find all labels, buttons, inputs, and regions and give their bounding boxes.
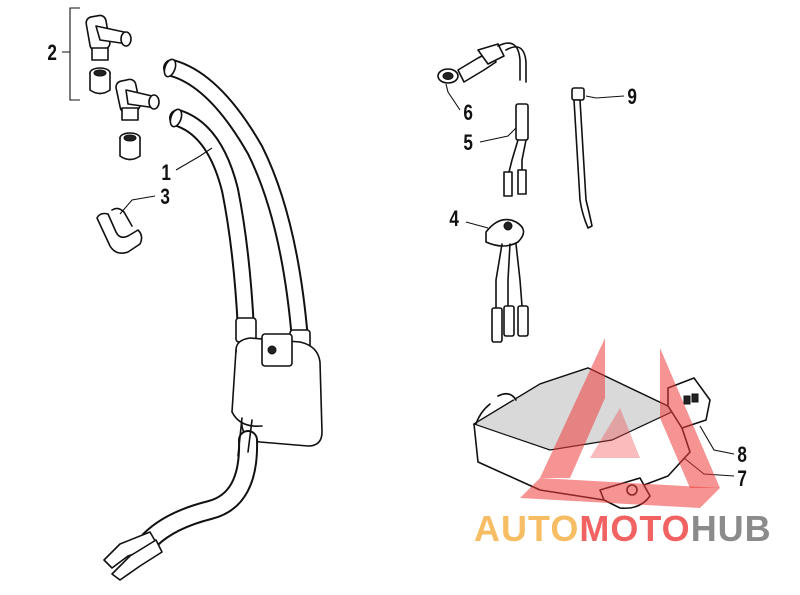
spark-plug-boot-lower: [119, 132, 141, 161]
sensor-harness: [503, 103, 529, 197]
watermark-wordmark: AUTOMOTOHUB: [474, 507, 772, 551]
leader-5: [479, 127, 517, 143]
ignition-coil: [103, 58, 323, 581]
callout-1: 1: [161, 161, 171, 186]
callout-7: 7: [737, 467, 747, 492]
temperature-sensor: [437, 42, 527, 84]
leader-1: [175, 147, 213, 171]
callout-4: 4: [449, 207, 459, 232]
leader-4: [465, 221, 489, 229]
cable-tie: [571, 87, 593, 229]
leader-8: [699, 425, 735, 455]
callout-9: 9: [627, 85, 637, 110]
wire-clip: [96, 207, 143, 254]
cdi-module: [472, 367, 691, 510]
spark-plug-cap-lower: [115, 78, 160, 121]
spark-plug-boot-upper: [89, 67, 111, 95]
leader-3: [119, 195, 156, 215]
bracket-leader-2: [62, 7, 80, 101]
leader-9: [585, 95, 625, 99]
callout-8: 8: [737, 443, 747, 468]
grommet-harness: [485, 218, 529, 343]
leader-7: [683, 457, 735, 477]
callout-6: 6: [463, 101, 473, 126]
callout-5: 5: [463, 131, 473, 156]
spark-plug-cap-upper: [85, 14, 132, 61]
callout-3: 3: [160, 185, 170, 210]
watermark-word-hub: HUB: [690, 508, 772, 549]
leader-6: [445, 83, 461, 111]
watermark-word-auto: AUTO: [474, 508, 580, 549]
callout-2: 2: [47, 41, 57, 66]
watermark-word-moto: MOTO: [579, 508, 691, 549]
